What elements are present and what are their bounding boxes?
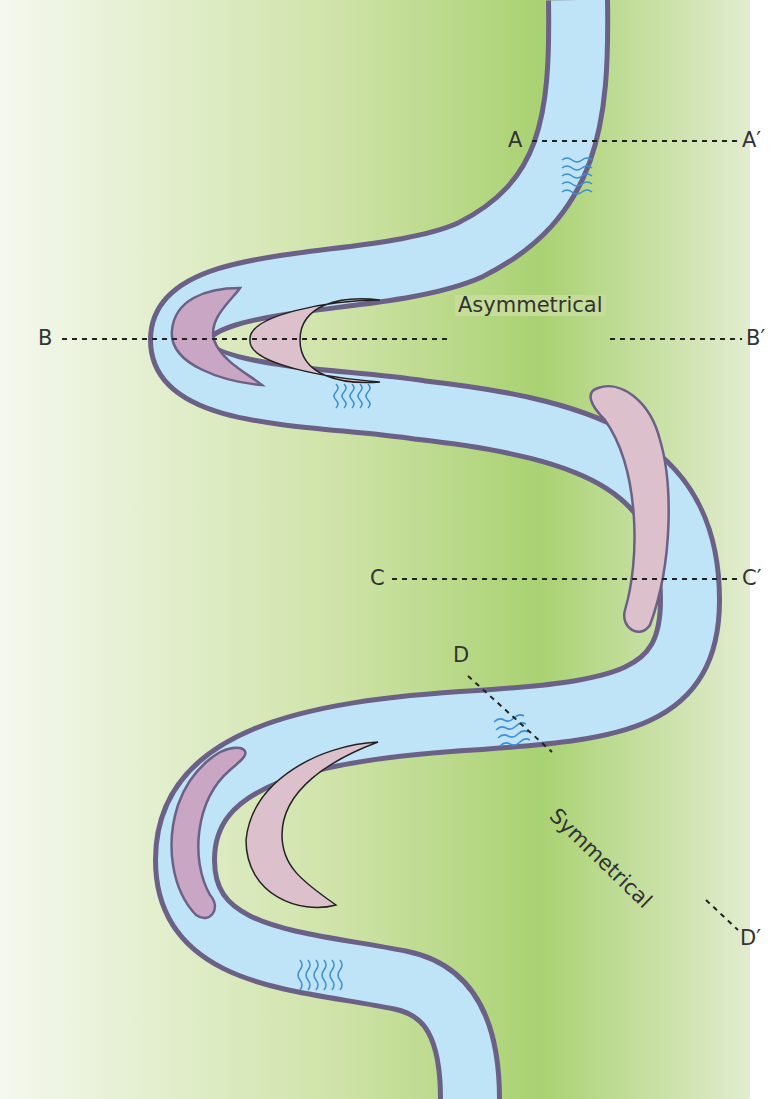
section-letter: A′ (742, 130, 761, 151)
section-letter: B′ (746, 328, 765, 349)
river-channel (180, 0, 690, 1099)
section-letter: D′ (740, 928, 761, 949)
section-letter: A (508, 130, 522, 151)
bars (172, 288, 669, 918)
section-letter: C′ (742, 568, 761, 589)
ripple-marks (298, 158, 592, 990)
section-type-label: Asymmetrical (455, 295, 606, 316)
floodplain (0, 0, 750, 1099)
section-lines (62, 141, 742, 930)
section-letter: C (370, 568, 385, 589)
section-letter: D (453, 645, 469, 666)
section-letter: B (38, 328, 52, 349)
